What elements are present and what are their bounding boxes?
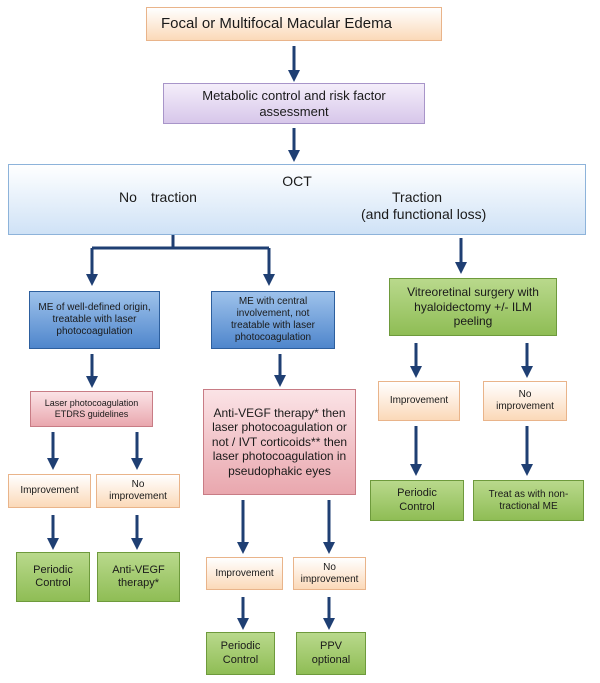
no-improvement-node-1: No improvement <box>96 474 180 508</box>
anti-vegf-therapy-node: Anti-VEGF therapy* <box>97 552 180 602</box>
anti-vegf-combo-node: Anti-VEGF therapy* then laser photocoagu… <box>203 389 356 495</box>
oct-title: OCT <box>282 173 312 189</box>
treat-non-tractional-node: Treat as with non-tractional ME <box>473 480 584 521</box>
me-central-node: ME with central involvement, not treatab… <box>211 291 335 349</box>
oct-functional: (and functional loss) <box>361 206 487 222</box>
oct-traction: Traction <box>392 189 443 205</box>
laser-etdrs-node: Laser photocoagulation ETDRS guidelines <box>30 391 153 427</box>
metabolic-node: Metabolic control and risk factor assess… <box>163 83 425 124</box>
oct-no: No <box>119 189 137 205</box>
me-well-defined-node: ME of well-defined origin, treatable wit… <box>29 291 160 349</box>
no-improvement-node-2: No improvement <box>293 557 366 590</box>
improvement-node-3: Improvement <box>378 381 460 421</box>
top-node: Focal or Multifocal Macular Edema <box>146 7 442 41</box>
improvement-node-1: Improvement <box>8 474 91 508</box>
vitreoretinal-node: Vitreoretinal surgery with hyaloidectomy… <box>389 278 557 336</box>
oct-no-traction: traction <box>151 189 197 205</box>
ppv-optional-node: PPV optional <box>296 632 366 675</box>
periodic-control-node-2: Periodic Control <box>206 632 275 675</box>
periodic-control-node-3: Periodic Control <box>370 480 464 521</box>
improvement-node-2: Improvement <box>206 557 283 590</box>
oct-node: OCT No traction Traction (and functional… <box>8 164 586 235</box>
periodic-control-node-1: Periodic Control <box>16 552 90 602</box>
no-improvement-node-3: No improvement <box>483 381 567 421</box>
